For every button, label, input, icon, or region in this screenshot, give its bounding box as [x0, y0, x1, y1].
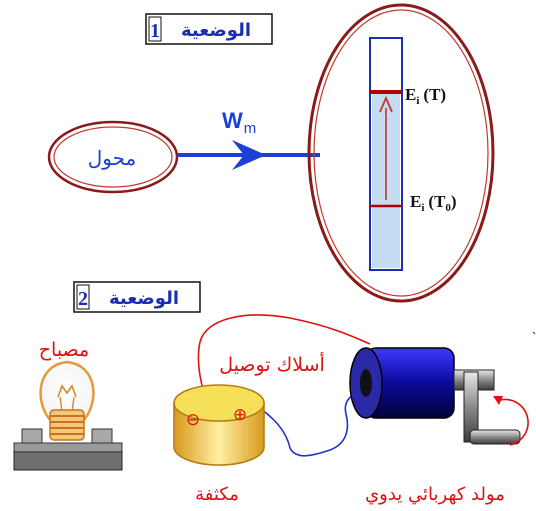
energy-arg-close: ) [451, 192, 457, 211]
situation-1-title: 1 الوضعية [145, 13, 273, 45]
converter: محول [47, 120, 179, 194]
capacitor-minus: ⊖ [186, 410, 200, 430]
connecting-wires: أسلاك توصيل [197, 314, 371, 457]
situation-2-title: 2 الوضعية [73, 281, 201, 313]
energy-arg-T: (T) [423, 85, 446, 104]
energy-label-final: Ei (T) [405, 85, 446, 107]
situation-1-number: 1 [150, 20, 160, 42]
capacitor-label: مكثفة [195, 484, 239, 505]
situation-2-label: الوضعية [109, 288, 179, 309]
system-ellipse [307, 3, 495, 303]
situation-2-number: 2 [78, 288, 88, 310]
energy-label-initial: Ei (T0) [410, 192, 457, 214]
svg-text:Ei(T0): Ei (T0) [410, 192, 457, 214]
energy-arg-open: (T [428, 192, 446, 211]
hand-generator: مولد كهربائي يدوي [349, 347, 529, 505]
capacitor-plus: ⊕ [233, 405, 247, 425]
lamp-label: مصباح [39, 339, 89, 361]
wires-label: أسلاك توصيل [219, 352, 325, 376]
energy-sub-i0: i [421, 202, 424, 214]
work-subscript: m [244, 120, 257, 137]
edge-mark [532, 331, 536, 335]
energy-E0: E [410, 192, 421, 211]
generator-label: مولد كهربائي يدوي [365, 484, 505, 505]
capacitor: ⊖ ⊕ مكثفة [173, 384, 265, 505]
mechanical-work-arrow: Wm [177, 108, 320, 170]
energy-arg-sub: 0 [445, 202, 451, 214]
svg-text:Ei(T): Ei (T) [405, 85, 446, 107]
thermometer [369, 37, 403, 271]
work-W: W [222, 108, 243, 133]
energy-sub-i: i [416, 95, 419, 107]
lamp: مصباح [13, 339, 123, 471]
energy-E: E [405, 85, 416, 104]
situation-1-label: الوضعية [181, 20, 251, 41]
converter-label: محول [88, 146, 137, 170]
work-symbol: Wm [222, 108, 256, 137]
